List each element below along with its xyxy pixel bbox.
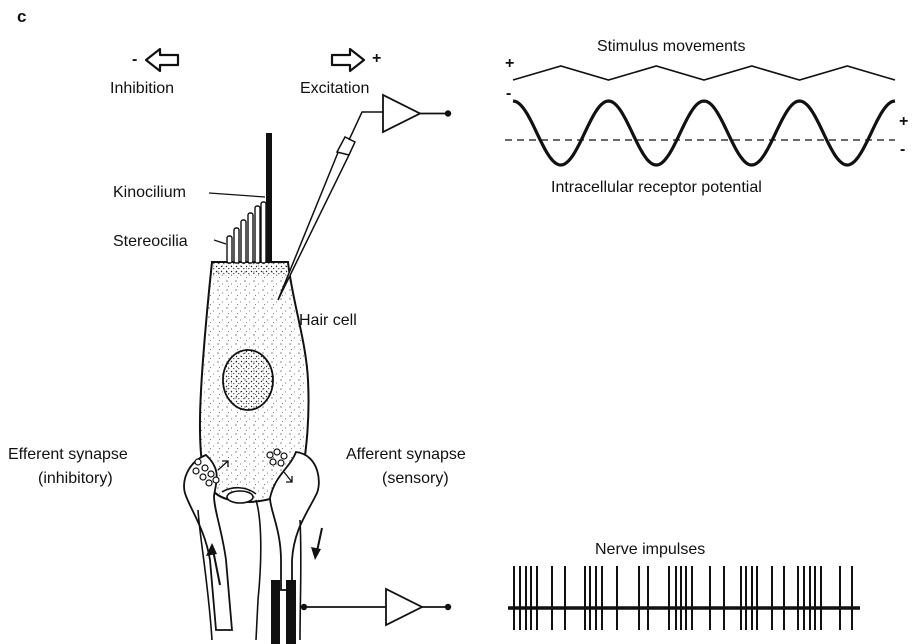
kinocilium (266, 133, 272, 263)
efferent-synapse-sublabel: (inhibitory) (38, 470, 113, 488)
afferent-synapse-label: Afferent synapse (346, 446, 466, 464)
efferent-synapse-label: Efferent synapse (8, 446, 128, 464)
nucleus (223, 350, 273, 410)
stimulus-movements-trace (513, 66, 895, 80)
stimulus-movements-title: Stimulus movements (597, 38, 746, 56)
stereocilia-label: Stereocilia (113, 233, 188, 251)
inhibition-label: Inhibition (110, 80, 174, 98)
cuticular-plate (212, 262, 288, 276)
hair-cell-label: Hair cell (299, 312, 357, 330)
excitation-arrow-icon (332, 49, 364, 71)
stimulus-plus-sign: + (505, 56, 514, 72)
panel-letter: c (17, 7, 26, 27)
recording-electrode (278, 112, 383, 300)
amplifier-bottom-icon (301, 589, 451, 625)
afferent-synapse-sublabel: (sensory) (382, 470, 449, 488)
excitation-sign: + (372, 51, 381, 67)
nerve-impulse-spikes (514, 566, 852, 630)
afferent-flow-arrow-icon (311, 528, 322, 560)
stereocilia-bundle (227, 202, 266, 263)
nerve-impulses-title: Nerve impulses (595, 541, 705, 559)
receptor-potential-label: Intracellular receptor potential (551, 179, 762, 197)
inhibition-arrow-icon (146, 49, 178, 71)
kinocilium-pointer (209, 193, 265, 197)
inhibition-sign: - (132, 52, 137, 68)
receptor-potential-trace (513, 101, 895, 165)
stimulus-minus-sign: - (506, 86, 511, 102)
kinocilium-label: Kinocilium (113, 184, 186, 202)
potential-plus-sign: + (899, 114, 908, 130)
potential-minus-sign: - (900, 142, 905, 158)
excitation-label: Excitation (300, 80, 369, 98)
amplifier-top-icon (383, 95, 451, 132)
